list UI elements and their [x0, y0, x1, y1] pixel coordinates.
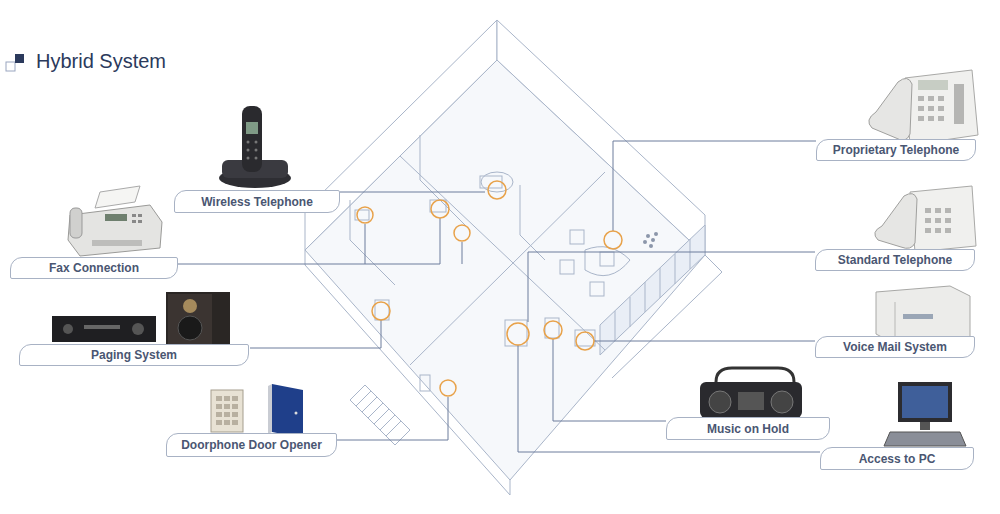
device-label: Paging System	[19, 344, 249, 366]
label-text: Paging System	[91, 348, 177, 362]
boombox-icon	[700, 368, 802, 418]
label-text: Proprietary Telephone	[833, 143, 959, 157]
standard-phone-icon	[875, 186, 976, 252]
pc-icon	[884, 382, 966, 446]
wireless-phone-icon	[219, 106, 291, 188]
paging-icon	[52, 292, 230, 346]
label-text: Music on Hold	[707, 422, 789, 436]
device-label: Fax Connection	[10, 257, 178, 279]
device-label: Music on Hold	[666, 417, 830, 440]
building	[305, 20, 722, 495]
label-text: Wireless Telephone	[201, 195, 313, 209]
label-text: Fax Connection	[49, 261, 139, 275]
diagram-title: Hybrid System	[36, 50, 166, 73]
device-label: Standard Telephone	[815, 249, 975, 271]
doorphone-icon	[211, 384, 303, 438]
proprietary-phone-icon	[869, 70, 978, 145]
title-mark	[6, 54, 24, 71]
label-text: Access to PC	[859, 452, 936, 466]
leader-lines	[178, 141, 820, 452]
spot-circles	[357, 181, 622, 396]
fax-icon	[68, 186, 162, 256]
device-label: Voice Mail System	[815, 336, 975, 358]
label-text: Voice Mail System	[843, 340, 947, 354]
device-label: Access to PC	[820, 447, 974, 470]
label-text: Doorphone Door Opener	[181, 438, 322, 452]
device-label: Doorphone Door Opener	[166, 433, 337, 457]
device-label: Wireless Telephone	[174, 190, 340, 213]
device-label: Proprietary Telephone	[816, 139, 976, 161]
label-text: Standard Telephone	[838, 253, 952, 267]
